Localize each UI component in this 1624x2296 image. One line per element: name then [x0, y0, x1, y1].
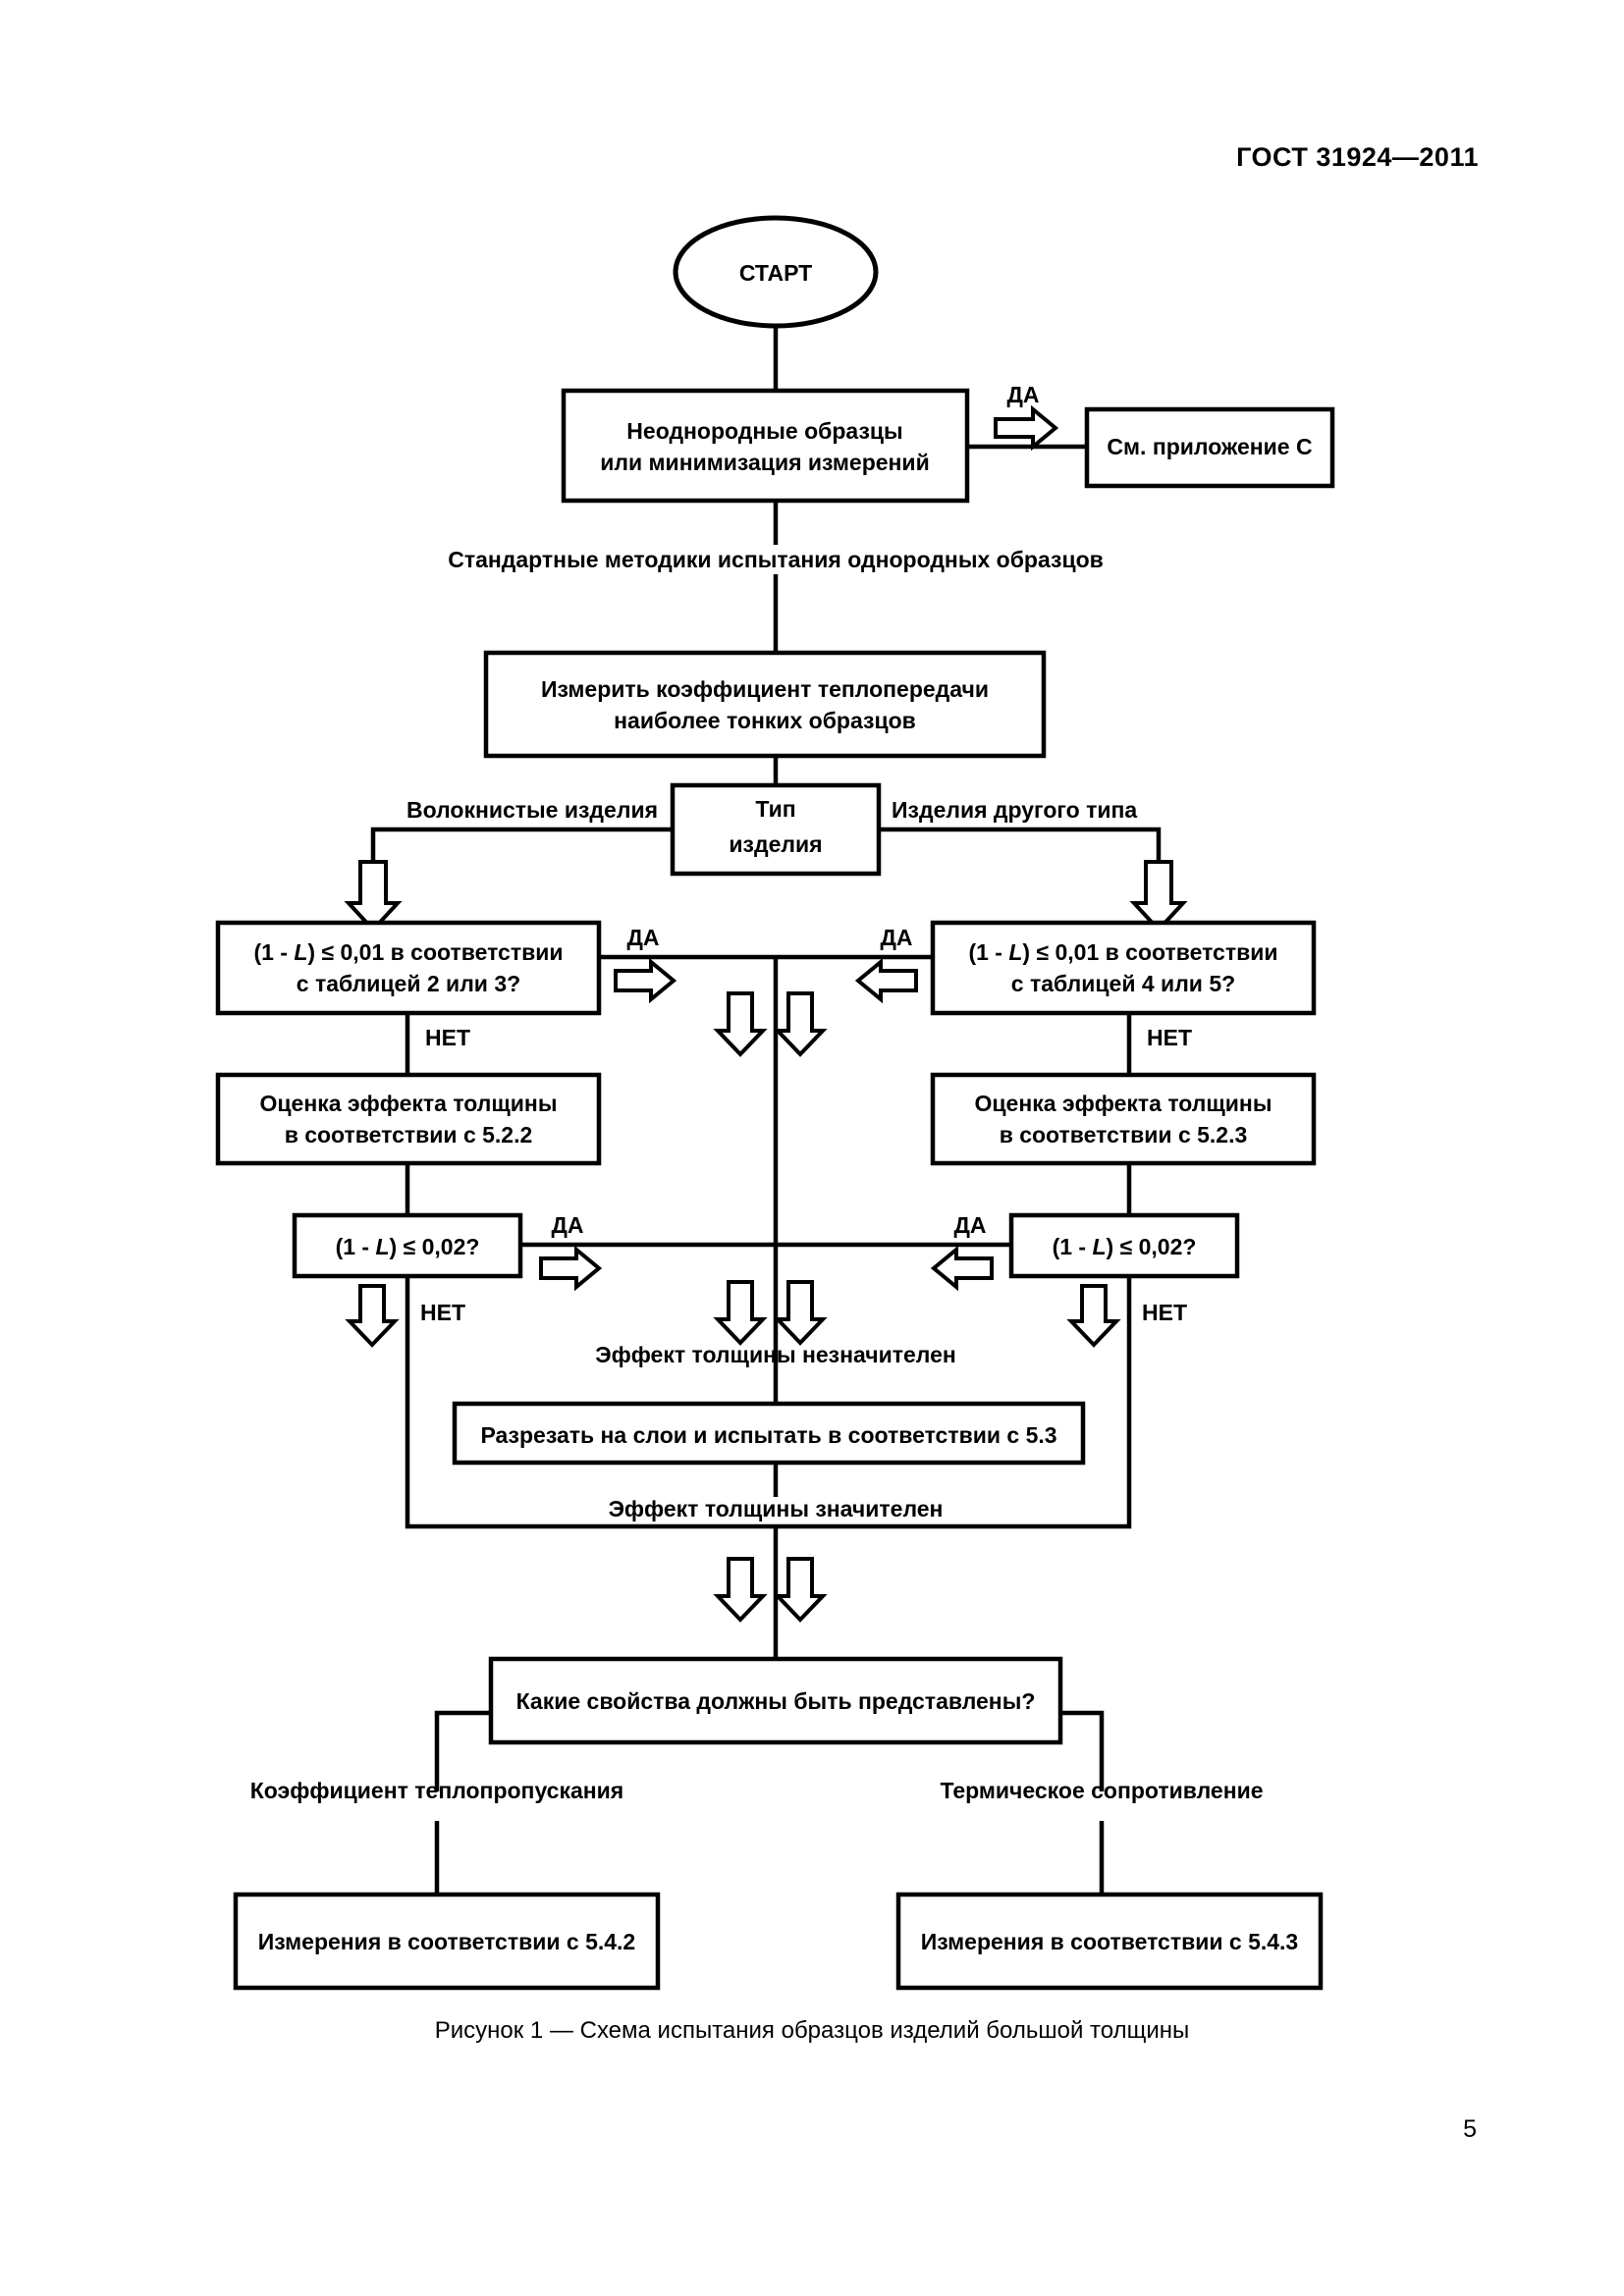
label-effect-major: Эффект толщины значителен — [609, 1496, 944, 1522]
node-product-type-line1: Тип — [755, 796, 795, 822]
arrow-left-icon-right-001 — [854, 957, 918, 1004]
node-measure-thin-line2: наиболее тонких образцов — [614, 708, 916, 733]
node-cut-layers-label: Разрезать на слои и испытать в соответст… — [480, 1422, 1056, 1448]
edge-label-yes-top: ДА — [1007, 382, 1040, 407]
arrow-right-icon-left-001 — [614, 957, 677, 1004]
node-measure-thin-line1: Измерить коэффициент теплопередачи — [541, 676, 989, 702]
node-right-eval-line2: в соответствии с 5.2.3 — [1000, 1122, 1248, 1148]
node-right-check-001-line1: (1 - L) ≤ 0,01 в соответствии — [968, 939, 1277, 965]
node-right-eval[interactable] — [930, 1072, 1317, 1166]
node-left-eval[interactable] — [215, 1072, 602, 1166]
node-start-label: СТАРТ — [739, 260, 812, 286]
node-left-eval-line1: Оценка эффекта толщины — [260, 1091, 558, 1116]
arrow-down-icon-right-branch — [1129, 860, 1188, 933]
arrow-down-icon-center-b1 — [713, 1280, 768, 1346]
node-left-check-001-line1: (1 - L) ≤ 0,01 в соответствии — [253, 939, 563, 965]
edge-label-yes-left-001: ДА — [627, 925, 660, 950]
label-standard-methods: Стандартные методики испытания однородны… — [448, 547, 1104, 572]
node-annex-c[interactable] — [1084, 406, 1335, 489]
connector-type-right-branch — [879, 827, 1162, 923]
document-header: ГОСТ 31924—2011 — [1236, 142, 1479, 172]
arrow-left-icon-right-002 — [930, 1245, 994, 1292]
connector-type-left-branch — [370, 827, 673, 923]
node-inhomogeneous-line2: или минимизация измерений — [600, 450, 929, 475]
node-cut-layers[interactable] — [452, 1401, 1086, 1466]
node-product-type[interactable] — [670, 782, 882, 877]
node-start[interactable] — [673, 215, 879, 329]
node-measure-thin[interactable] — [483, 650, 1047, 759]
node-right-check-002[interactable] — [1008, 1212, 1240, 1279]
edge-label-no-left-001: НЕТ — [425, 1025, 470, 1050]
node-left-eval-line2: в соответствии с 5.2.2 — [285, 1122, 533, 1148]
figure-caption: Рисунок 1 — Схема испытания образцов изд… — [434, 2017, 1190, 2044]
arrow-down-icon-center-c1 — [713, 1557, 768, 1623]
node-which-properties-label: Какие свойства должны быть представлены? — [516, 1688, 1036, 1714]
arrow-right-icon-left-002 — [539, 1245, 603, 1292]
label-left-property: Коэффициент теплопропускания — [250, 1778, 623, 1803]
label-right-branch: Изделия другого типа — [892, 797, 1137, 823]
node-annex-c-label: См. приложение С — [1107, 434, 1312, 459]
arrow-down-icon-center-b2 — [773, 1280, 828, 1346]
connector-right002-no-rail — [776, 1276, 1132, 1529]
arrow-right-icon-top — [994, 404, 1059, 452]
node-left-check-001-line2: с таблицей 2 или 3? — [297, 971, 520, 996]
connector-properties-right-wing — [1060, 1710, 1105, 1791]
arrow-down-icon-center-c2 — [773, 1557, 828, 1623]
node-measure-543-label: Измерения в соответствии с 5.4.3 — [921, 1929, 1298, 1954]
node-inhomogeneous-line1: Неоднородные образцы — [626, 418, 902, 444]
node-measure-542[interactable] — [233, 1892, 661, 1991]
node-right-check-001-line2: с таблицей 4 или 5? — [1011, 971, 1235, 996]
label-left-branch: Волокнистые изделия — [406, 797, 658, 823]
node-right-check-002-label: (1 - L) ≤ 0,02? — [1053, 1234, 1197, 1259]
arrow-down-icon-center-a2 — [773, 991, 828, 1057]
edge-label-no-right-001: НЕТ — [1147, 1025, 1192, 1050]
connector-properties-left-wing — [434, 1710, 491, 1791]
edge-label-yes-right-001: ДА — [881, 925, 913, 950]
node-measure-542-label: Измерения в соответствии с 5.4.2 — [258, 1929, 635, 1954]
page-number: 5 — [1463, 2115, 1477, 2143]
node-measure-543[interactable] — [895, 1892, 1324, 1991]
node-product-type-line2: изделия — [729, 831, 822, 857]
node-left-check-002[interactable] — [292, 1212, 523, 1279]
edge-label-yes-right-002: ДА — [954, 1212, 987, 1238]
arrow-down-icon-center-a1 — [713, 991, 768, 1057]
arrow-down-icon-right-no-002 — [1066, 1284, 1121, 1348]
label-right-property: Термическое сопротивление — [940, 1778, 1263, 1803]
node-which-properties[interactable] — [488, 1656, 1063, 1745]
node-left-check-002-label: (1 - L) ≤ 0,02? — [336, 1234, 480, 1259]
node-right-check-001[interactable] — [930, 920, 1317, 1016]
arrow-down-icon-left-no-002 — [345, 1284, 400, 1348]
connector-left002-no-rail — [405, 1276, 776, 1529]
label-effect-minor: Эффект толщины незначителен — [595, 1342, 956, 1367]
edge-label-no-right-002: НЕТ — [1142, 1300, 1187, 1325]
node-inhomogeneous[interactable] — [561, 388, 970, 504]
arrow-down-icon-left-branch — [344, 860, 403, 933]
edge-label-yes-left-002: ДА — [552, 1212, 584, 1238]
node-left-check-001[interactable] — [215, 920, 602, 1016]
node-right-eval-line1: Оценка эффекта толщины — [975, 1091, 1272, 1116]
edge-label-no-left-002: НЕТ — [420, 1300, 465, 1325]
